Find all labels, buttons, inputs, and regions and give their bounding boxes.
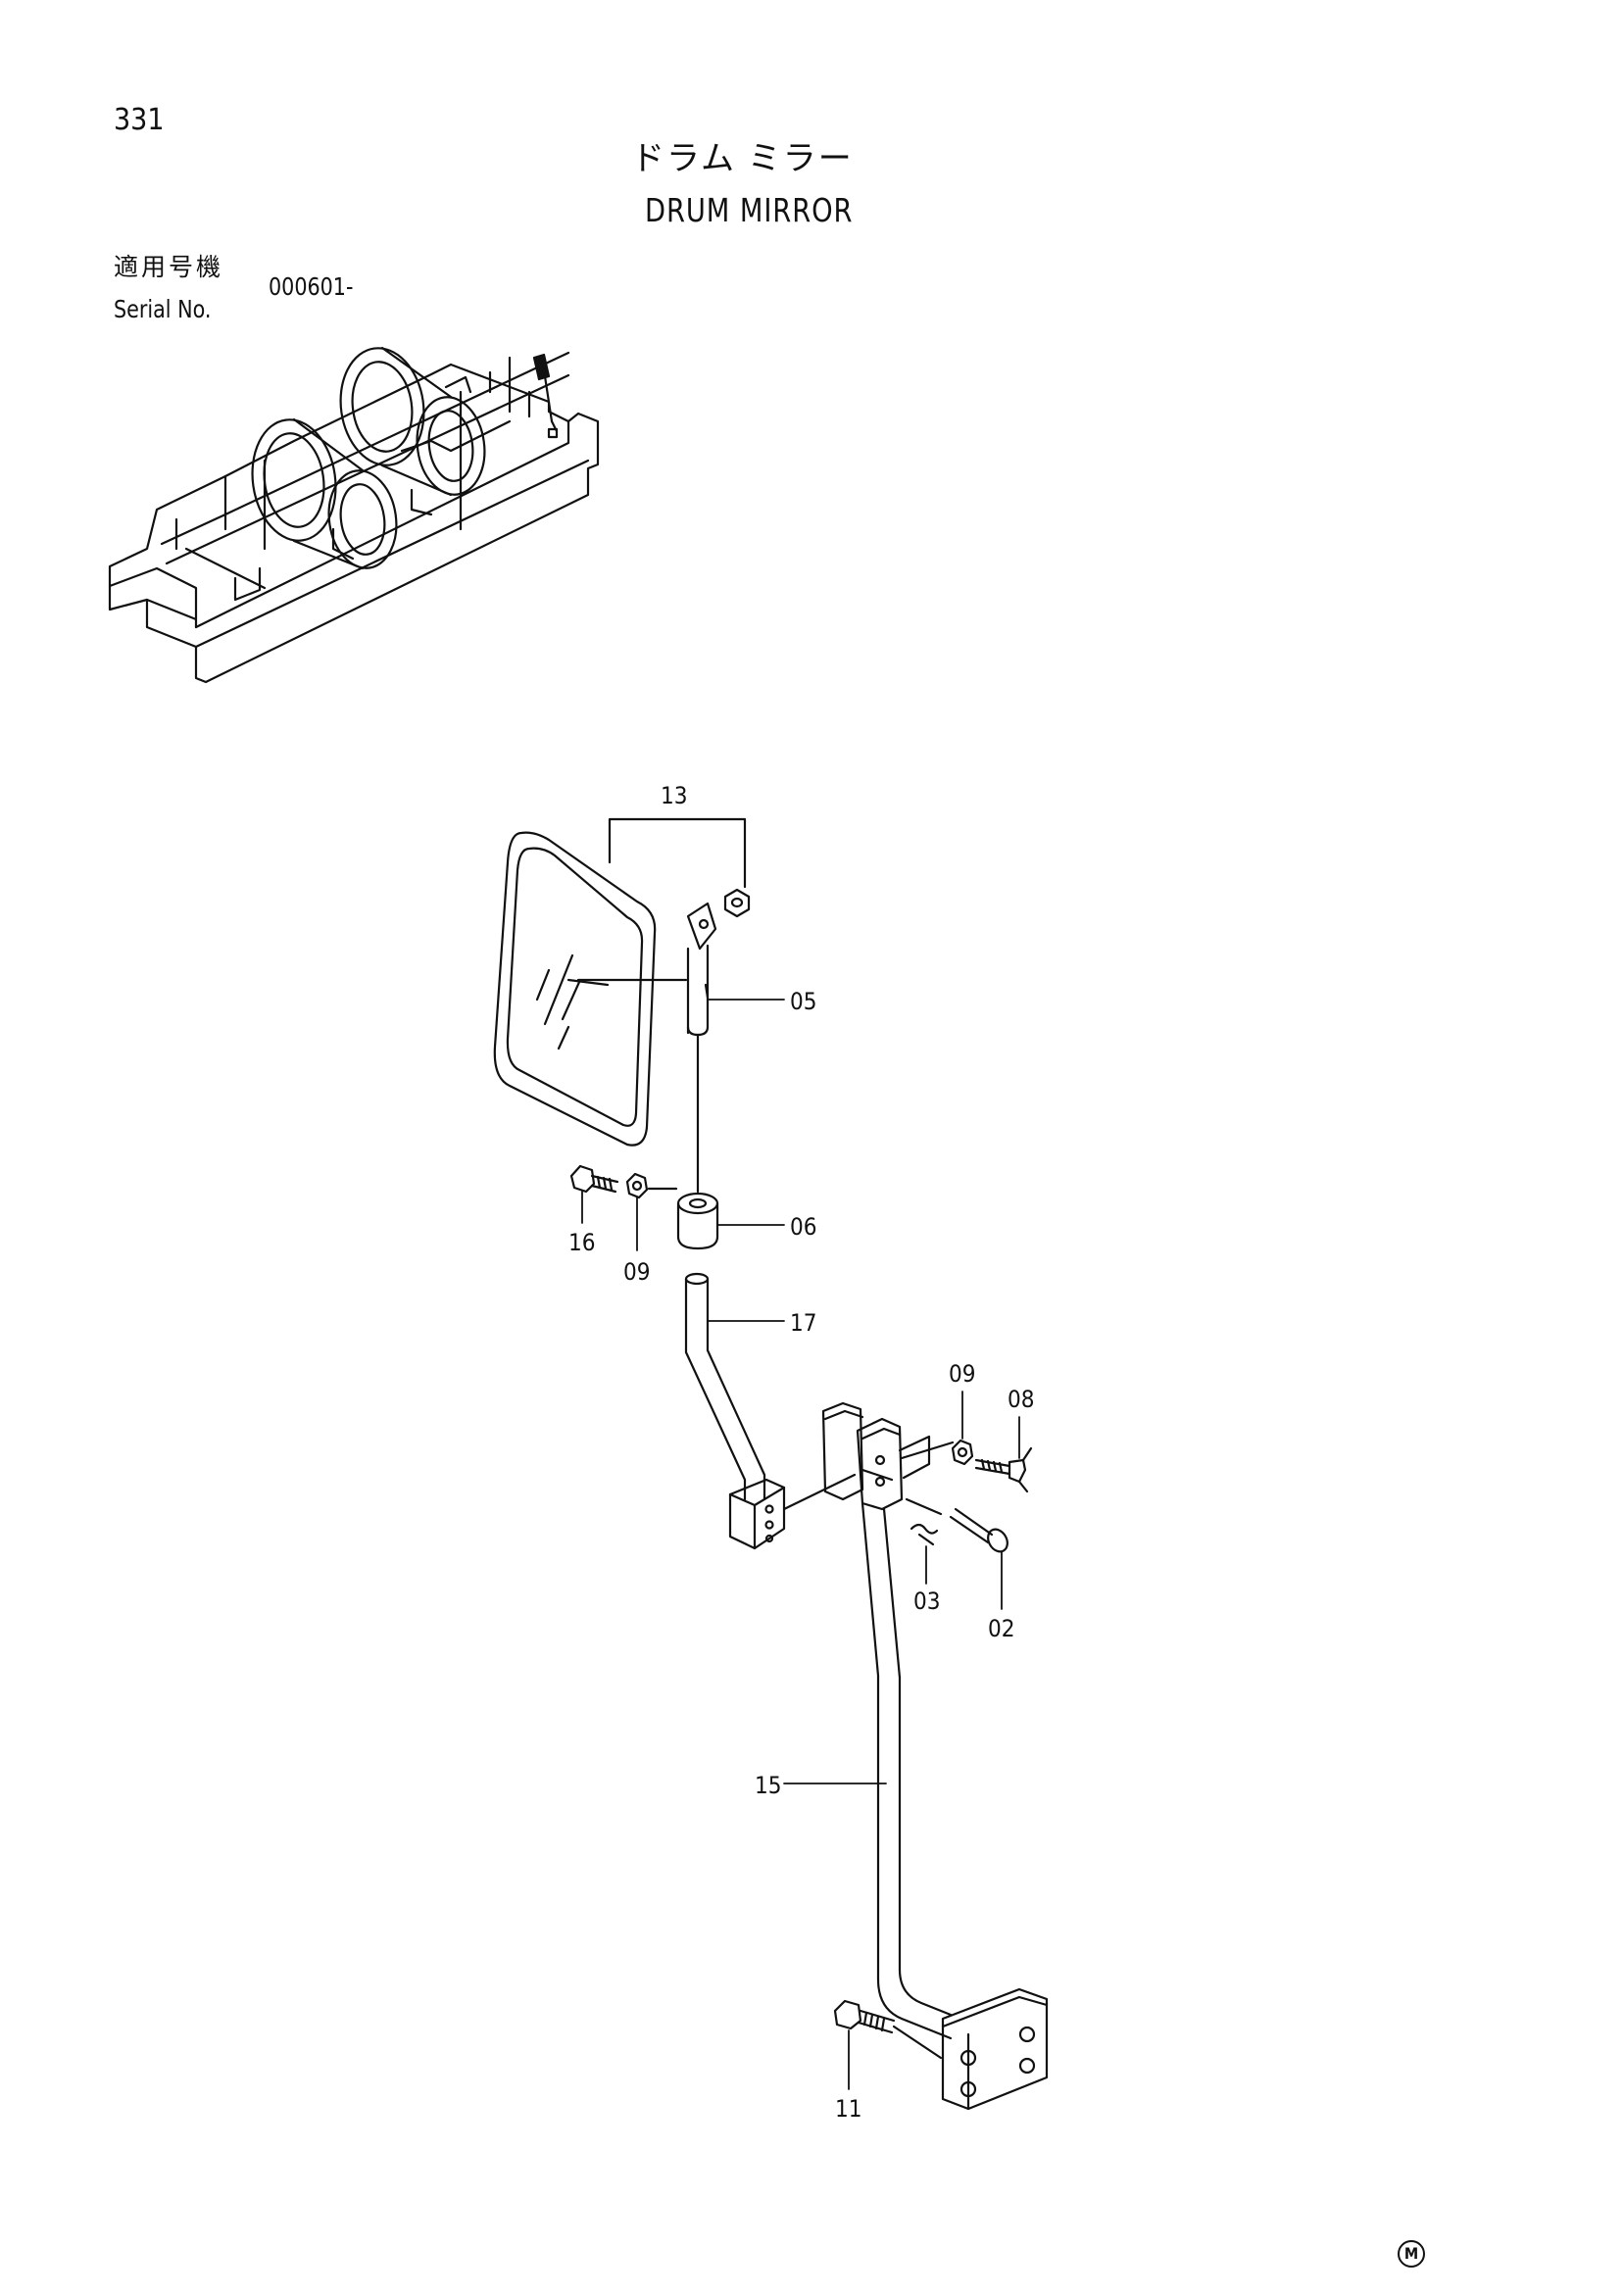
callout-15: 15	[755, 1772, 782, 1799]
machine-overview-icon	[108, 346, 600, 684]
page-title: DRUM MIRROR	[645, 191, 854, 229]
pin-icon	[910, 1507, 1008, 1553]
bolt-icon	[833, 1999, 943, 2060]
callout-16: 16	[568, 1229, 596, 1256]
callout-06: 06	[790, 1213, 817, 1241]
callout-09b: 09	[949, 1360, 976, 1388]
callout-05: 05	[790, 988, 817, 1015]
pole-icon	[861, 1501, 1049, 2111]
callout-17: 17	[790, 1309, 817, 1337]
wing-bolt-icon	[951, 1439, 1033, 1493]
circled-m-mark: M	[1398, 2240, 1425, 2268]
callout-08: 08	[1008, 1386, 1035, 1413]
stay-rod-icon	[686, 944, 710, 1194]
bracket-icon	[821, 1401, 931, 1511]
bolt-icon	[569, 1164, 619, 1194]
callout-leaders	[581, 999, 1020, 2090]
callout-11: 11	[835, 2095, 862, 2123]
mirror-icon	[493, 831, 751, 1147]
serial-number-value: 000601-	[269, 272, 354, 301]
nut-icon	[625, 1172, 649, 1199]
spacer-icon	[676, 1192, 719, 1250]
callout-02: 02	[988, 1615, 1015, 1642]
serial-label: Serial No.	[114, 295, 212, 323]
bent-rod-icon	[684, 1272, 786, 1550]
page-number: 331	[114, 103, 165, 137]
callout-09a: 09	[623, 1258, 651, 1286]
serial-label-japanese: 適用号機	[114, 253, 224, 281]
page-title-japanese: ドラム ミラー	[631, 139, 854, 178]
callout-13: 13	[661, 782, 688, 809]
callout-03: 03	[913, 1588, 941, 1615]
